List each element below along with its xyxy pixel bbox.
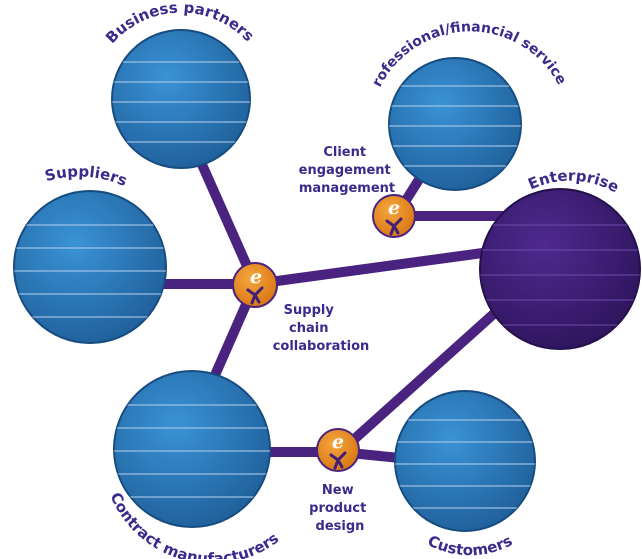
hub-label-client-engagement: Client engagement management	[299, 145, 396, 196]
hub-client-engagement: e Client engagement management	[299, 145, 416, 238]
connector-business-partners-supply	[195, 155, 260, 289]
hub-label-supply-chain: Supply chain collaboration	[273, 303, 370, 354]
node-business-partners	[111, 29, 251, 169]
e-business-icon: e	[232, 262, 278, 308]
hub-supply-chain: e Supply chain collaboration	[232, 262, 370, 354]
label-suppliers: Suppliers	[43, 162, 130, 190]
hub-label-new-product: New product design	[309, 483, 371, 534]
e-business-icon: e	[372, 194, 416, 238]
svg-text:e: e	[332, 431, 344, 453]
e-business-icon: e	[316, 428, 360, 472]
connector-supply-enterprise	[250, 247, 495, 289]
hub-new-product: e New product design	[309, 428, 371, 534]
svg-text:e: e	[388, 197, 400, 219]
label-customers: Customers	[425, 532, 515, 559]
connector-newproduct-enterprise	[335, 305, 503, 457]
node-customers	[394, 390, 536, 532]
node-professional-services	[388, 57, 522, 191]
node-suppliers	[13, 190, 167, 344]
node-enterprise	[479, 188, 641, 350]
svg-text:e: e	[250, 266, 262, 288]
node-contract-manufacturers	[113, 370, 271, 528]
